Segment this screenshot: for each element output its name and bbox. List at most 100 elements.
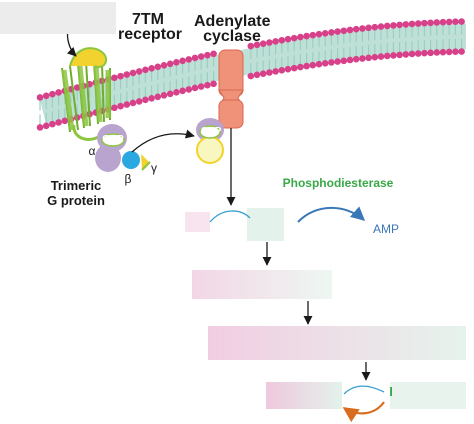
trimeric-line2: G protein: [47, 193, 105, 208]
lipid-head: [266, 69, 273, 76]
lipid-head: [49, 120, 56, 128]
lipid-head: [129, 99, 137, 107]
adenylate-label-line2: cyclase: [203, 28, 261, 45]
lipid-head: [36, 94, 44, 101]
lipid-head: [123, 101, 131, 108]
lipid-tail-band: [40, 23, 466, 124]
lipid-head: [197, 53, 205, 60]
lipid-head: [253, 41, 261, 49]
lipid-head: [135, 98, 143, 105]
lipid-head: [340, 57, 348, 65]
lipid-head: [309, 31, 317, 39]
lipid-head: [396, 51, 403, 59]
lipid-head: [42, 92, 50, 100]
lipid-head: [334, 58, 341, 65]
adenylate-cyclase: [218, 49, 244, 129]
lipid-head: [160, 91, 168, 99]
mask-camp-right: [247, 208, 284, 241]
lipid-head: [439, 48, 447, 56]
lipid-head: [458, 48, 465, 55]
lipid-head: [321, 60, 329, 67]
mask-pka: [192, 270, 332, 299]
lipid-head: [396, 21, 403, 29]
lipid-head: [259, 70, 267, 77]
lipid-head: [290, 34, 298, 42]
lipid-head: [210, 50, 217, 58]
pde-arrow: [297, 206, 366, 223]
lipid-head: [142, 96, 149, 104]
lipid-head: [148, 65, 155, 72]
mask-response: [208, 326, 466, 360]
lipid-head: [359, 25, 366, 32]
lipid-head: [166, 60, 174, 68]
lipid-head: [179, 57, 186, 65]
lipid-head: [408, 20, 416, 28]
lipid-head: [142, 66, 149, 74]
lipid-head: [278, 36, 286, 44]
lipid-heads: [36, 18, 465, 131]
lipid-head: [377, 53, 385, 60]
lipid-head: [204, 51, 211, 59]
activation-arrow: [131, 129, 195, 153]
lipid-head: [458, 18, 465, 25]
lipid-head: [421, 49, 428, 57]
gamma-label: γ: [151, 161, 157, 175]
lipid-head: [117, 102, 124, 110]
lipid-head: [315, 60, 323, 68]
amp-label: AMP: [372, 222, 399, 236]
lipid-head: [365, 24, 372, 32]
lipid-head: [135, 68, 143, 75]
lipid-head: [154, 63, 162, 71]
7tm-receptor: [61, 47, 111, 141]
lipid-head: [352, 25, 360, 33]
lipid-head: [173, 58, 180, 66]
lipid-head: [371, 53, 379, 61]
receptor-label-line2: receptor: [118, 26, 183, 43]
lipid-head: [185, 86, 193, 93]
lipid-head: [284, 65, 292, 73]
lipid-head: [61, 117, 69, 125]
g-protein-active: [196, 118, 224, 164]
mask-bottom-left: [266, 382, 342, 409]
receptor-label-line1: 7TM: [132, 11, 164, 28]
lipid-head: [321, 30, 329, 37]
lipid-head: [346, 56, 354, 64]
lipid-head: [371, 23, 379, 31]
lipid-head: [433, 49, 441, 56]
lipid-head: [334, 28, 341, 35]
lipid-head: [247, 72, 255, 80]
lipid-head: [414, 50, 422, 57]
mask-bottom-right: [390, 382, 466, 409]
lipid-head: [421, 19, 428, 27]
lipid-head: [452, 48, 459, 56]
lipid-head: [328, 59, 335, 66]
atp-camp-arc: [209, 210, 251, 223]
gdp-label: GDP: [102, 134, 124, 145]
lipid-head: [377, 23, 385, 30]
lipid-head: [290, 64, 298, 72]
bottom-blue-arc: [343, 385, 385, 395]
lipid-head: [303, 32, 310, 40]
lipid-head: [383, 52, 391, 60]
lipid-head: [36, 124, 44, 131]
lipid-head: [383, 22, 391, 30]
phosphodiesterase-label: Phosphodiesterase: [282, 176, 394, 190]
lipid-head: [197, 83, 205, 90]
adenylate-cyclase-label: Adenylate cyclase: [194, 14, 270, 45]
lipid-head: [439, 18, 447, 26]
partial-letter-label: I: [389, 384, 393, 399]
lipid-head: [117, 72, 124, 80]
trimeric-g-protein-label: Trimeric G protein: [36, 178, 116, 208]
lipid-head: [427, 19, 434, 27]
lipid-head: [123, 71, 131, 78]
lipid-head: [191, 54, 199, 62]
lipid-head: [210, 80, 217, 88]
alpha-label: α: [88, 144, 96, 158]
lipid-head: [340, 27, 348, 35]
lipid-head: [129, 69, 137, 77]
mask-camp-left: [185, 212, 210, 232]
lipid-head: [445, 48, 453, 56]
lipid-head: [433, 19, 441, 26]
lipid-head: [272, 68, 279, 75]
